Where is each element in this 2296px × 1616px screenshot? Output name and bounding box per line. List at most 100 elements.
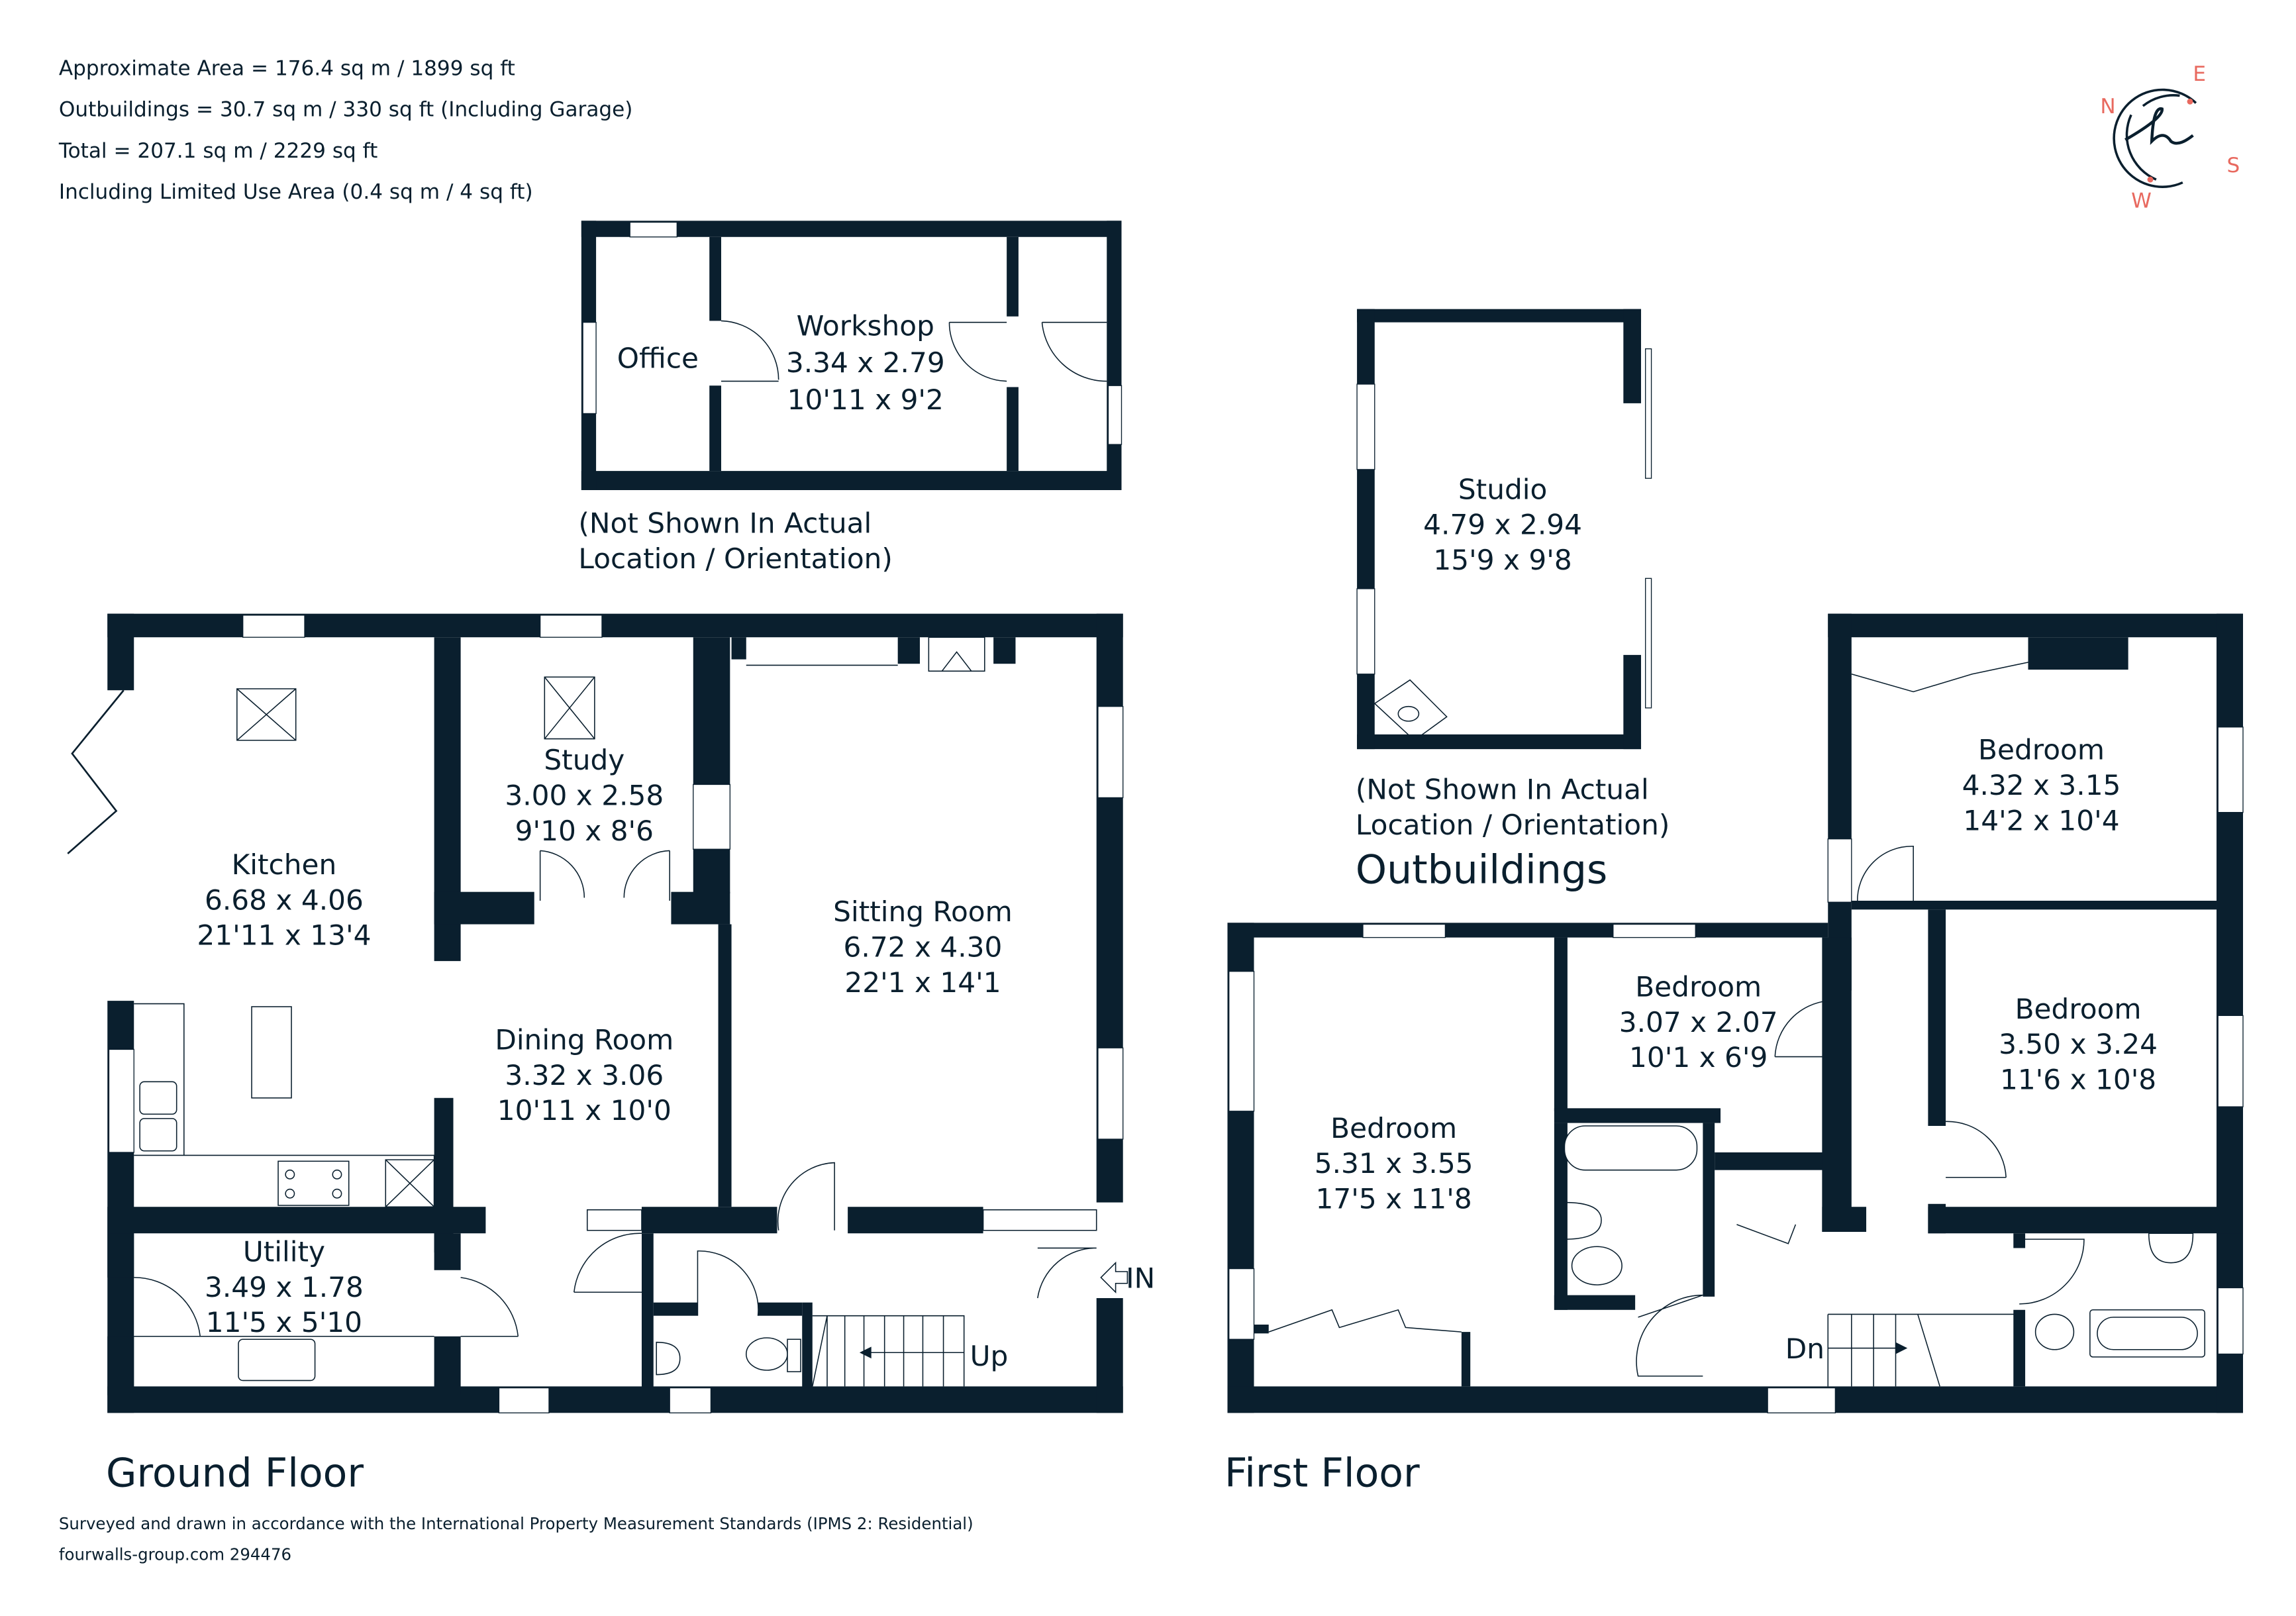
wall (107, 613, 134, 691)
wall (731, 637, 746, 660)
room-name-workshop: Workshop (797, 310, 934, 342)
staircase (1827, 1313, 2017, 1387)
window (1356, 588, 1375, 675)
window (1356, 383, 1375, 470)
compass-ring-icon (2113, 88, 2197, 188)
window (1228, 971, 1255, 1112)
door-swing (1774, 1000, 1828, 1058)
basin-icon (656, 1341, 681, 1376)
studio-note-line2: Location / Orientation) (1356, 809, 1670, 841)
door-swing (697, 1250, 759, 1316)
compass-e: E (2193, 62, 2206, 86)
outbuilding-workshop: Office Workshop 3.34 x 2.79 10'11 x 9'2 … (578, 221, 1123, 575)
window (1107, 385, 1123, 445)
compass-ring-segment (2125, 114, 2157, 181)
room-imperial-kitchen: 21'11 x 13'4 (197, 919, 371, 952)
french-doors (539, 850, 670, 901)
toilet-icon (745, 1337, 788, 1371)
compass-s: S (2227, 154, 2240, 177)
door-swing (948, 321, 1007, 382)
wall (1227, 1386, 2243, 1413)
outbuilding-note-line1: (Not Shown In Actual (578, 507, 872, 539)
room-metric-studio: 4.79 x 2.94 (1423, 509, 1582, 541)
room-imperial-utility: 11'5 x 5'10 (206, 1306, 362, 1338)
room-name-study: Study (544, 744, 624, 776)
studio-note-line1: (Not Shown In Actual (1356, 774, 1649, 806)
wall (1554, 1295, 1636, 1310)
room-imperial-sitting: 22'1 x 14'1 (844, 966, 1001, 999)
area-line-outbuildings: Outbuildings = 30.7 sq m / 330 sq ft (In… (59, 98, 633, 122)
burner (332, 1188, 342, 1199)
wall (1554, 1108, 1721, 1123)
window (1097, 1047, 1124, 1140)
outbuildings-title: Outbuildings (1356, 846, 1607, 893)
door-swing (777, 1162, 835, 1231)
compass-dot-e-icon (2187, 98, 2193, 105)
wall (1928, 909, 1946, 1126)
arrow-icon (1895, 1342, 1908, 1354)
wall (1007, 387, 1019, 472)
bath-icon (1564, 1125, 1698, 1171)
room-metric-study: 3.00 x 2.58 (505, 780, 664, 812)
ground-floor-title: Ground Floor (106, 1450, 364, 1496)
wall (671, 891, 730, 925)
appliance-icon (385, 1159, 435, 1208)
wall (581, 471, 1122, 490)
stairs-down-label: Dn (1785, 1333, 1824, 1365)
wall (718, 924, 732, 1207)
wall (641, 1233, 654, 1388)
room-name-bedroom-small: Bedroom (1635, 970, 1762, 1003)
room-name-sitting: Sitting Room (833, 895, 1013, 928)
wall (434, 1233, 461, 1270)
area-line-approximate: Approximate Area = 176.4 sq m / 1899 sq … (59, 56, 515, 80)
sink-icon (139, 1081, 177, 1115)
window (108, 1048, 134, 1153)
compass-w: W (2131, 189, 2152, 213)
room-name-bedroom-e: Bedroom (2015, 993, 2142, 1025)
wall (1357, 734, 1642, 750)
wall (802, 1302, 813, 1388)
wall (2013, 1309, 2026, 1387)
wardrobe-doors (1268, 1309, 1462, 1333)
room-imperial-dining: 10'11 x 10'0 (497, 1094, 672, 1127)
room-metric-sitting: 6.72 x 4.30 (844, 931, 1003, 963)
room-imperial-bedroom-small: 10'1 x 6'9 (1629, 1041, 1768, 1074)
logo-h-glyph-icon (2124, 107, 2194, 145)
wall (2013, 1233, 2026, 1248)
burner (285, 1169, 295, 1180)
stairs-up-label: Up (970, 1340, 1009, 1372)
first-floor-title: First Floor (1224, 1450, 1420, 1496)
wall (1822, 1207, 1867, 1232)
room-metric-bedroom-e: 3.50 x 3.24 (1999, 1028, 2158, 1060)
wall (993, 637, 1016, 664)
utility-sink-icon (238, 1338, 316, 1382)
wall (107, 1207, 486, 1234)
staircase (812, 1315, 965, 1387)
room-name-studio: Studio (1458, 473, 1547, 505)
wall (1254, 1325, 1269, 1334)
sliding-door (1645, 578, 1652, 709)
wall (1623, 309, 1642, 403)
room-metric-bedroom-small: 3.07 x 2.07 (1619, 1006, 1778, 1038)
wall (1703, 1123, 1715, 1297)
window (2217, 1287, 2244, 1355)
wall (1851, 901, 2217, 910)
entrance-arrow-icon (1100, 1261, 1128, 1293)
window (1767, 1387, 1836, 1413)
room-name-office: Office (617, 342, 699, 375)
wall (848, 1207, 983, 1234)
room-metric-bedroom-main: 5.31 x 3.55 (1315, 1147, 1473, 1180)
window (1097, 706, 1124, 799)
area-summary: Approximate Area = 176.4 sq m / 1899 sq … (58, 56, 633, 204)
wall (107, 1233, 134, 1278)
door-swing (1041, 321, 1107, 382)
burner (285, 1188, 295, 1199)
room-imperial-studio: 15'9 x 9'8 (1433, 544, 1572, 576)
wall (1828, 613, 2243, 638)
wall (897, 637, 921, 664)
area-line-limited-use: Including Limited Use Area (0.4 sq m / 4… (59, 180, 533, 204)
bifold-door (67, 689, 125, 854)
wall (1715, 1152, 1825, 1170)
wall (653, 1302, 698, 1316)
wall (2028, 637, 2128, 670)
